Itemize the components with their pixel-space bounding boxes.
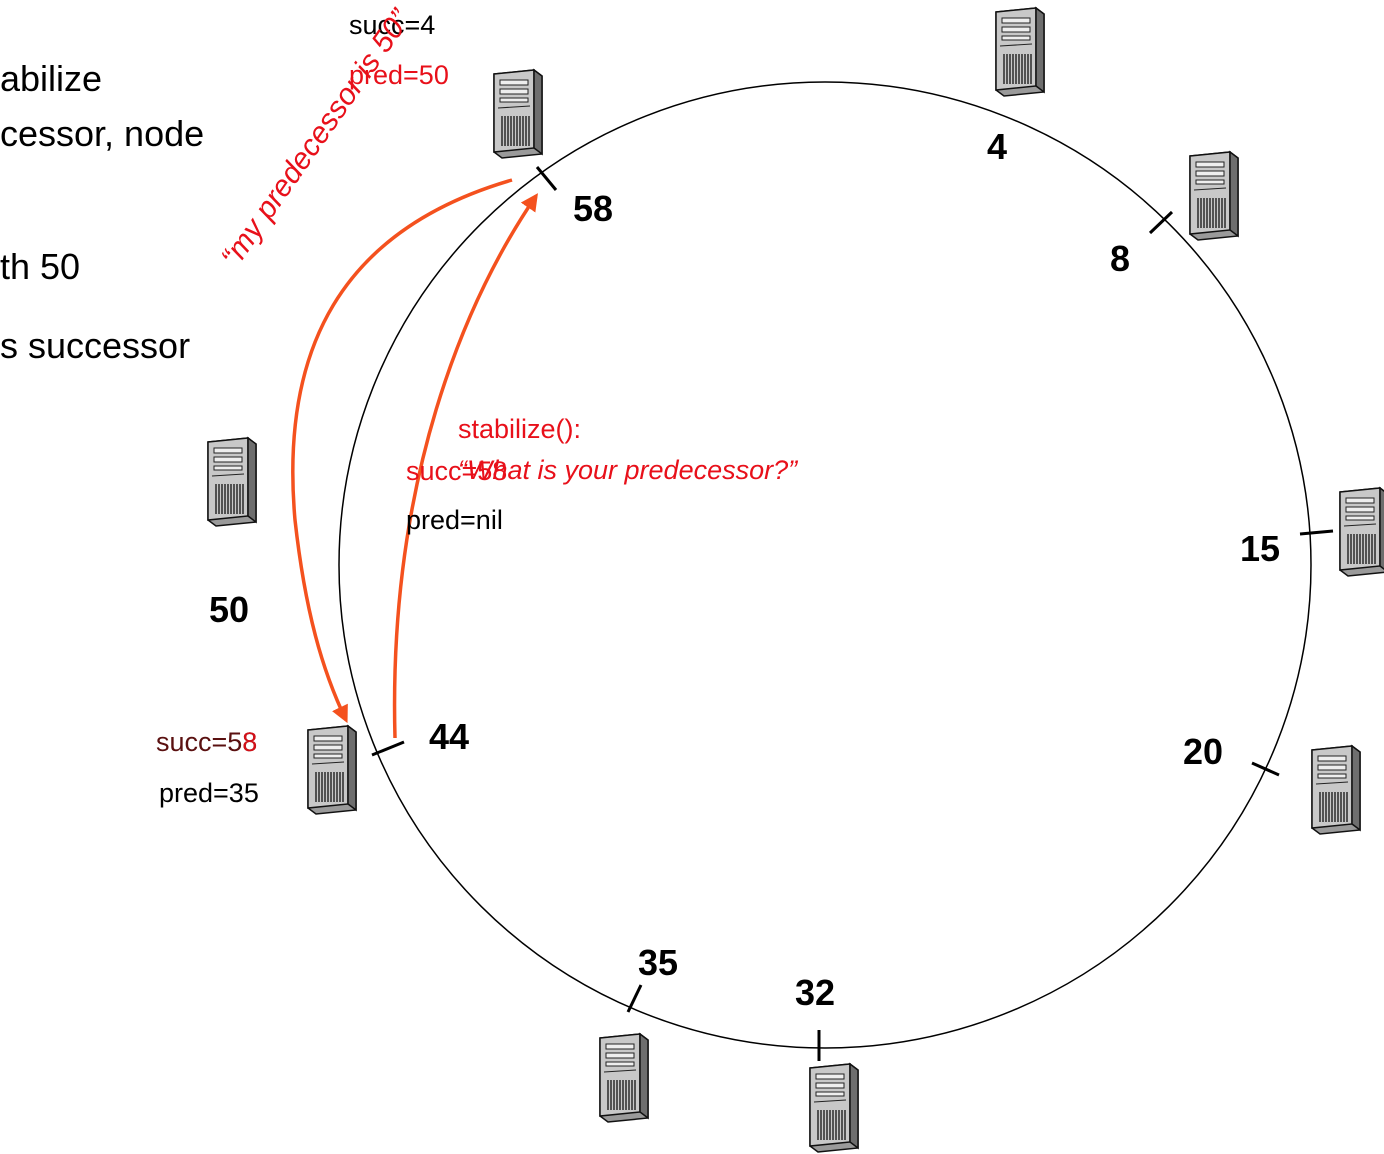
node-label-32: 32 bbox=[795, 972, 836, 1013]
stabilize-call-label: stabilize(): bbox=[458, 414, 582, 444]
node44-pred: pred=35 bbox=[159, 778, 259, 808]
server-icon-node-4 bbox=[995, 7, 1045, 97]
tick-58 bbox=[535, 166, 558, 191]
tick-20 bbox=[1251, 761, 1280, 777]
stabilize-question-label: “What is your predecessor?” bbox=[458, 455, 798, 485]
chord-ring bbox=[338, 81, 1312, 1049]
node-label-58: 58 bbox=[573, 188, 614, 229]
server-icon-node-35 bbox=[599, 1033, 649, 1123]
node50-succ: succ=58 bbox=[406, 456, 508, 486]
node-label-20: 20 bbox=[1183, 731, 1224, 772]
server-icon-node-15 bbox=[1339, 487, 1384, 577]
bullet-text-2: cessor, node bbox=[0, 113, 205, 154]
bullet-text-3: th 50 bbox=[0, 246, 81, 287]
server-icon-node-58 bbox=[493, 69, 543, 159]
node-label-8: 8 bbox=[1110, 238, 1131, 279]
node-label-35: 35 bbox=[638, 942, 679, 983]
tick-35 bbox=[626, 984, 643, 1013]
stabilize-request-arrow bbox=[392, 193, 538, 739]
node44-succ-text: succ=58 bbox=[156, 727, 258, 757]
node-label-50: 50 bbox=[209, 589, 250, 630]
node-label-15: 15 bbox=[1240, 528, 1281, 569]
node44-succ-strike: 8 bbox=[242, 727, 258, 757]
server-icon-node-32 bbox=[809, 1063, 859, 1153]
tick-15 bbox=[1299, 529, 1334, 536]
node50-pred: pred=nil bbox=[406, 505, 503, 535]
tick-8 bbox=[1148, 210, 1174, 235]
server-icon-node-50 bbox=[207, 437, 257, 527]
server-icon-node-20 bbox=[1311, 745, 1361, 835]
node-label-4: 4 bbox=[987, 126, 1008, 167]
node-label-44: 44 bbox=[429, 716, 470, 757]
server-icon-node-8 bbox=[1189, 151, 1239, 241]
node58-pred: pred=50 bbox=[349, 60, 449, 90]
predecessor-reply-arrow bbox=[291, 178, 513, 724]
server-icon-node-44 bbox=[307, 725, 357, 815]
node58-succ: succ=4 bbox=[349, 10, 436, 40]
tick-44 bbox=[371, 740, 405, 757]
bullet-text-4: s successor bbox=[0, 325, 191, 366]
bullet-text-1: abilize bbox=[0, 58, 103, 99]
node44-succ: succ=58 8 bbox=[156, 727, 257, 758]
